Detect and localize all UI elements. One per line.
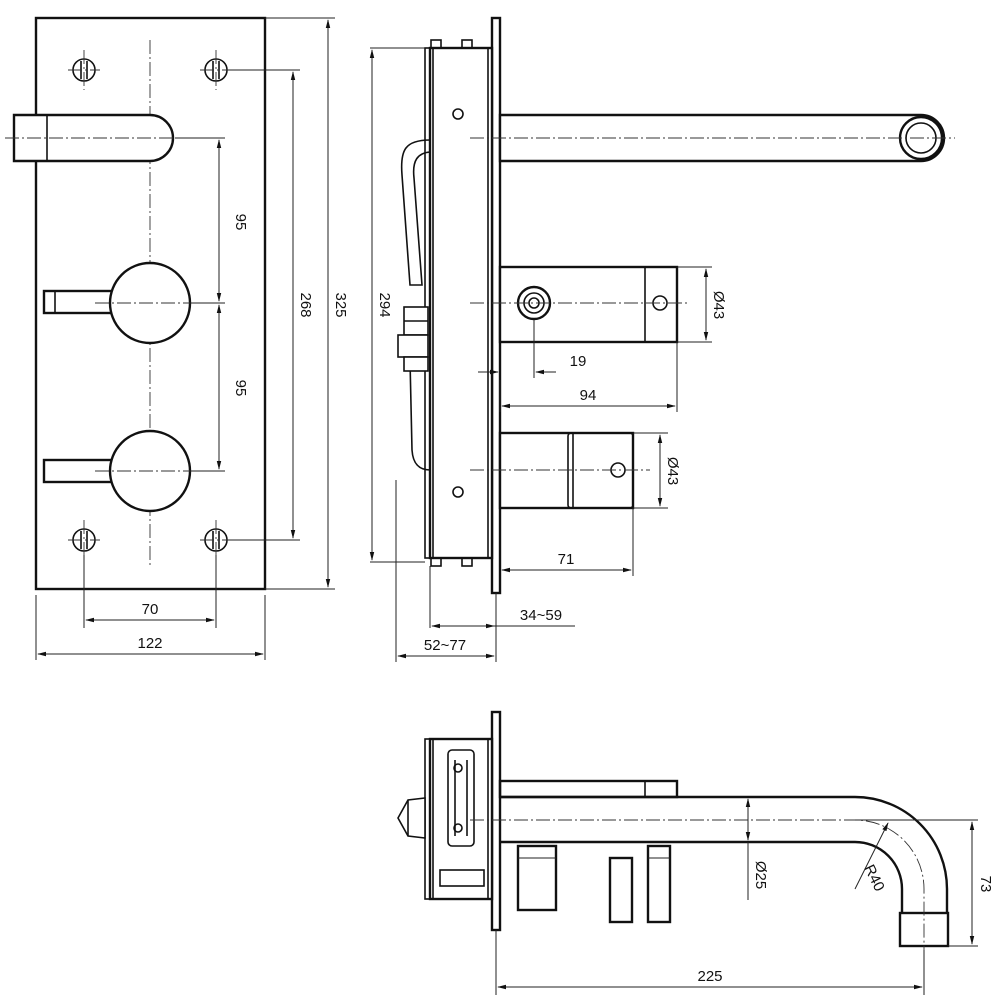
mounting-hole-top-left [68, 50, 100, 90]
dim-cartridge-dia-bottom: Ø43 [664, 457, 681, 485]
dim-plate-width: 122 [137, 635, 162, 652]
spout-front [5, 113, 195, 163]
dim-upper-spacing: 95 [232, 214, 249, 231]
dim-body-height: 294 [376, 292, 393, 317]
wall-plate [34, 16, 267, 591]
mounting-hole-bottom-right [200, 520, 232, 560]
front-view: 95 95 268 325 70 122 [5, 16, 349, 660]
upper-cartridge [470, 265, 690, 344]
dim-range-34-59: 34~59 [520, 607, 562, 624]
top-view: Ø25 R40 73 225 [397, 710, 994, 995]
dim-hole-spacing-y: 268 [297, 292, 314, 317]
dim-offset-19: 19 [570, 353, 587, 370]
spout-side [470, 113, 955, 163]
dim-length-94: 94 [580, 387, 597, 404]
dim-drop-73: 73 [977, 876, 994, 893]
mounting-hole-top-right [200, 50, 232, 90]
lower-cartridge [470, 431, 650, 510]
side-wall-plate [490, 16, 502, 595]
mounting-hole-bottom-left [68, 520, 100, 560]
inlet-connector [397, 306, 429, 372]
dim-cartridge-dia-top: Ø43 [710, 291, 727, 319]
top-wall-plate [490, 710, 502, 932]
dim-length-71: 71 [558, 551, 575, 568]
side-view: 294 Ø43 Ø43 19 94 71 34~59 52~77 [369, 16, 955, 662]
dim-hole-spacing-x: 70 [142, 601, 159, 618]
upper-handle [42, 261, 205, 345]
dim-range-52-77: 52~77 [424, 637, 466, 654]
dim-plate-height: 325 [332, 292, 349, 317]
dim-spout-dia: Ø25 [752, 861, 769, 889]
dim-spout-length: 225 [697, 968, 722, 985]
dim-lower-spacing: 95 [232, 380, 249, 397]
dim-bend-radius: R40 [860, 862, 887, 894]
lower-handle [42, 429, 205, 513]
spout-top [470, 795, 950, 960]
